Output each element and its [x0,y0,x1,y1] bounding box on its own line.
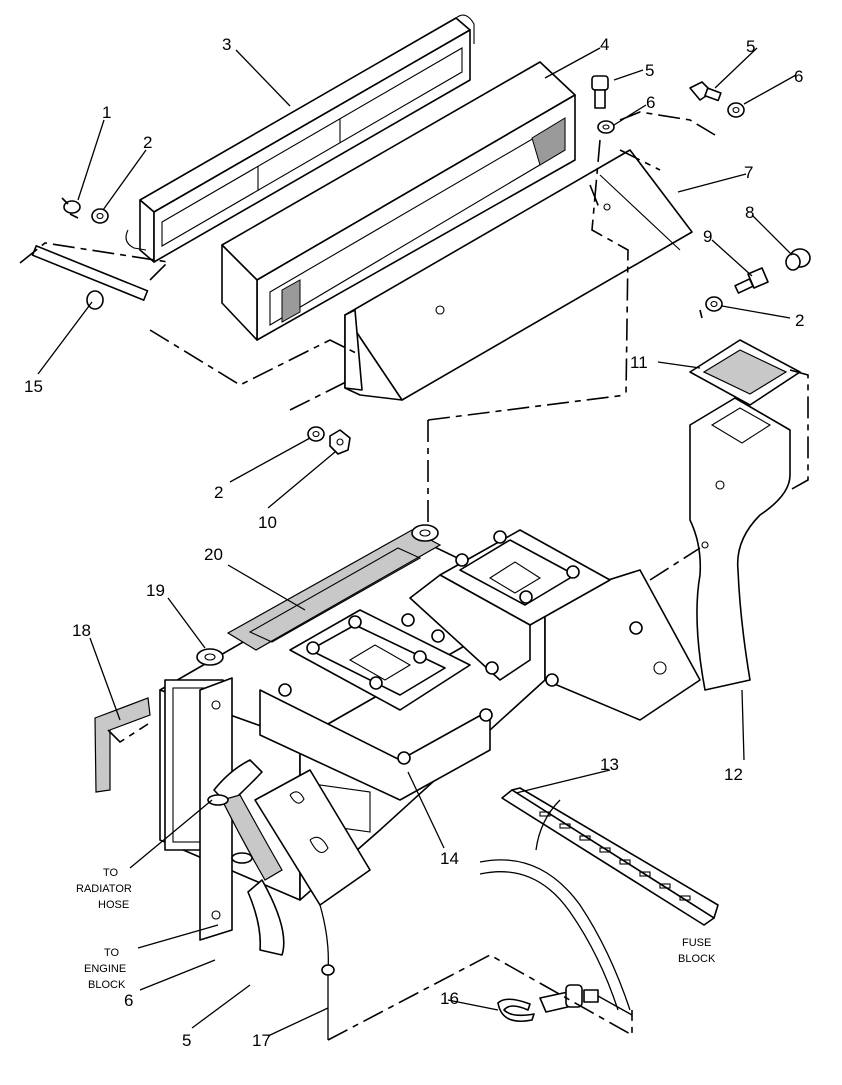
callout-3: 3 [222,35,231,54]
filter-box-part [221,61,576,341]
callout-12: 12 [724,765,743,784]
callout-15: 15 [24,377,43,396]
note-radiator-hose: TO [103,867,119,879]
note-engine-block: TO [104,947,120,959]
callout-2: 2 [214,483,223,502]
note-radiator-hose: RADIATOR [76,883,132,895]
filter-frame-part [125,14,475,263]
callout-7: 7 [744,163,753,182]
callout-18: 18 [72,621,91,640]
callout-16: 16 [440,989,459,1008]
note-fuse-block: FUSE [682,937,711,949]
callout-17: 17 [252,1031,271,1050]
note-radiator-hose: HOSE [98,899,129,911]
callout-9: 9 [703,227,712,246]
diagram-notes: TO RADIATOR HOSE TO ENGINE BLOCK FUSE BL… [76,867,716,991]
gasket-part [689,339,801,406]
callout-11: 11 [630,353,648,372]
callout-10: 10 [258,513,277,532]
callout-19: 19 [146,581,165,600]
foam-pad-part [94,697,151,793]
note-fuse-block: BLOCK [678,953,716,965]
callout-20: 20 [204,545,223,564]
heater-housing-part [159,524,701,956]
callout-5: 5 [746,37,755,56]
leader-lines [37,47,797,1037]
callout-5: 5 [182,1031,191,1050]
housing-cover-part [344,149,693,401]
hardware-fasteners [31,75,811,455]
note-engine-block: BLOCK [88,979,126,991]
callout-4: 4 [600,35,609,54]
callout-6: 6 [124,991,133,1010]
callout-2: 2 [143,133,152,152]
callout-6: 6 [646,93,655,112]
callout-5: 5 [645,61,654,80]
callout-14: 14 [440,849,459,868]
callout-13: 13 [600,755,619,774]
callout-6: 6 [794,67,803,86]
wiring-harness-part [479,787,719,1011]
assembly-lines [19,111,809,1041]
callout-numbers: 1 2 3 4 5 6 5 6 7 8 9 2 11 15 2 10 20 19… [24,35,804,1050]
note-engine-block: ENGINE [84,963,126,975]
callout-1: 1 [102,103,111,122]
callout-8: 8 [745,203,754,222]
callout-2: 2 [795,311,804,330]
clip-and-cable-parts [319,904,633,1040]
air-duct-part [689,397,791,691]
